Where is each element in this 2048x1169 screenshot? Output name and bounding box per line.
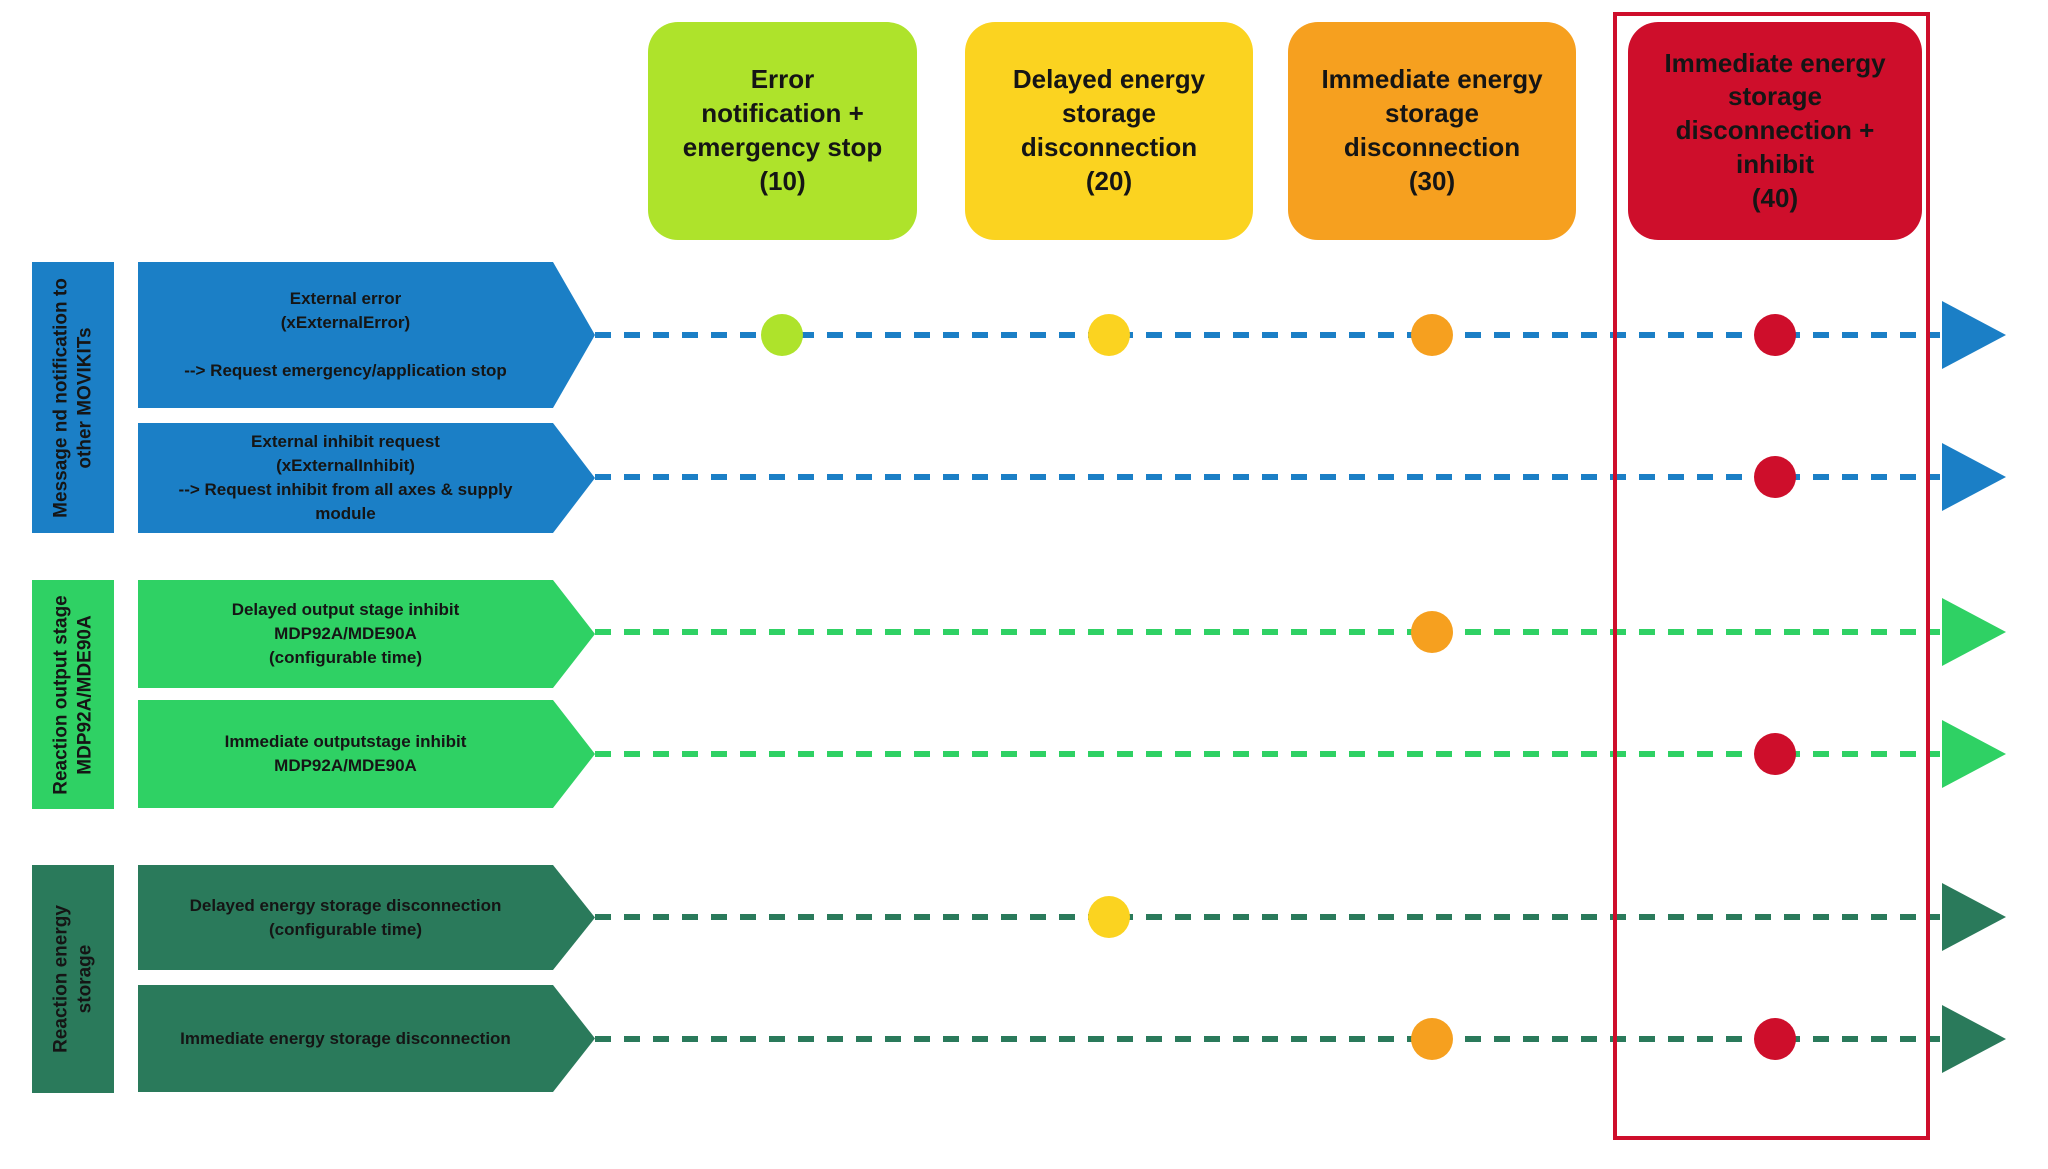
reaction-track: [595, 1005, 2006, 1073]
reaction-track: [595, 720, 2006, 788]
reaction-dot-40: [1754, 456, 1796, 498]
reaction-dot-20: [1088, 314, 1130, 356]
reaction-row-label: Immediate outputstage inhibit MDP92A/MDE…: [224, 732, 467, 775]
reaction-track: [595, 598, 2006, 666]
reaction-type-header-30: Immediate energy storage disconnection (…: [1288, 22, 1576, 240]
reaction-row-label: Delayed energy storage disconnection (co…: [189, 895, 502, 939]
reaction-row-delayed-output-stage-inhibit: Delayed output stage inhibit MDP92A/MDE9…: [138, 580, 595, 688]
reaction-type-label-40: Immediate energy storage disconnection +…: [1664, 47, 1886, 213]
reaction-dot-30: [1411, 1018, 1453, 1060]
reaction-dot-40: [1754, 733, 1796, 775]
reaction-track: [595, 301, 2006, 369]
group-label-text: Message nd notification to other MOVIKIT…: [50, 277, 95, 518]
reaction-row-delayed-energy-storage-disconnection: Delayed energy storage disconnection (co…: [138, 865, 595, 970]
reaction-dot-40: [1754, 1018, 1796, 1060]
reaction-type-header-40: Immediate energy storage disconnection +…: [1628, 22, 1922, 240]
arrowhead-icon: [1942, 301, 2006, 369]
reaction-type-label-30: Immediate energy storage disconnection (…: [1321, 64, 1543, 196]
reaction-row-immediate-energy-storage-disconnection: Immediate energy storage disconnection: [138, 985, 595, 1092]
reaction-dot-40: [1754, 314, 1796, 356]
reaction-dot-20: [1088, 896, 1130, 938]
reaction-track: [595, 443, 2006, 511]
group-label-text: Reaction energy storage: [50, 905, 95, 1053]
reaction-track: [595, 883, 2006, 951]
arrowhead-icon: [1942, 883, 2006, 951]
group-label-reaction-output-stage: Reaction output stage MDP92A/MDE90A: [32, 580, 114, 809]
arrowhead-icon: [1942, 720, 2006, 788]
arrowhead-icon: [1942, 443, 2006, 511]
reaction-row-label: External inhibit request (xExternalInhib…: [178, 432, 513, 523]
inhibit-column-outline: [1613, 12, 1930, 1140]
reaction-type-label-20: Delayed energy storage disconnection (20…: [1012, 64, 1206, 196]
reaction-row-label: Immediate energy storage disconnection: [180, 1028, 511, 1048]
reaction-type-label-10: Error notification + emergency stop (10): [682, 64, 883, 196]
group-label-reaction-energy-storage: Reaction energy storage: [32, 865, 114, 1093]
reaction-type-header-20: Delayed energy storage disconnection (20…: [965, 22, 1253, 240]
reaction-row-label: Delayed output stage inhibit MDP92A/MDE9…: [231, 600, 460, 667]
group-label-text: Reaction output stage MDP92A/MDE90A: [50, 594, 95, 795]
reaction-dot-30: [1411, 611, 1453, 653]
group-label-message-notification: Message nd notification to other MOVIKIT…: [32, 262, 114, 533]
reaction-row-label: External error (xExternalError) --> Requ…: [184, 289, 507, 380]
arrowhead-icon: [1942, 598, 2006, 666]
arrowhead-icon: [1942, 1005, 2006, 1073]
reaction-dot-10: [761, 314, 803, 356]
reaction-row-immediate-output-stage-inhibit: Immediate outputstage inhibit MDP92A/MDE…: [138, 700, 595, 808]
reaction-row-external-error: External error (xExternalError) --> Requ…: [138, 262, 595, 408]
reaction-dot-30: [1411, 314, 1453, 356]
reaction-row-external-inhibit: External inhibit request (xExternalInhib…: [138, 423, 595, 533]
reaction-type-header-10: Error notification + emergency stop (10): [648, 22, 917, 240]
